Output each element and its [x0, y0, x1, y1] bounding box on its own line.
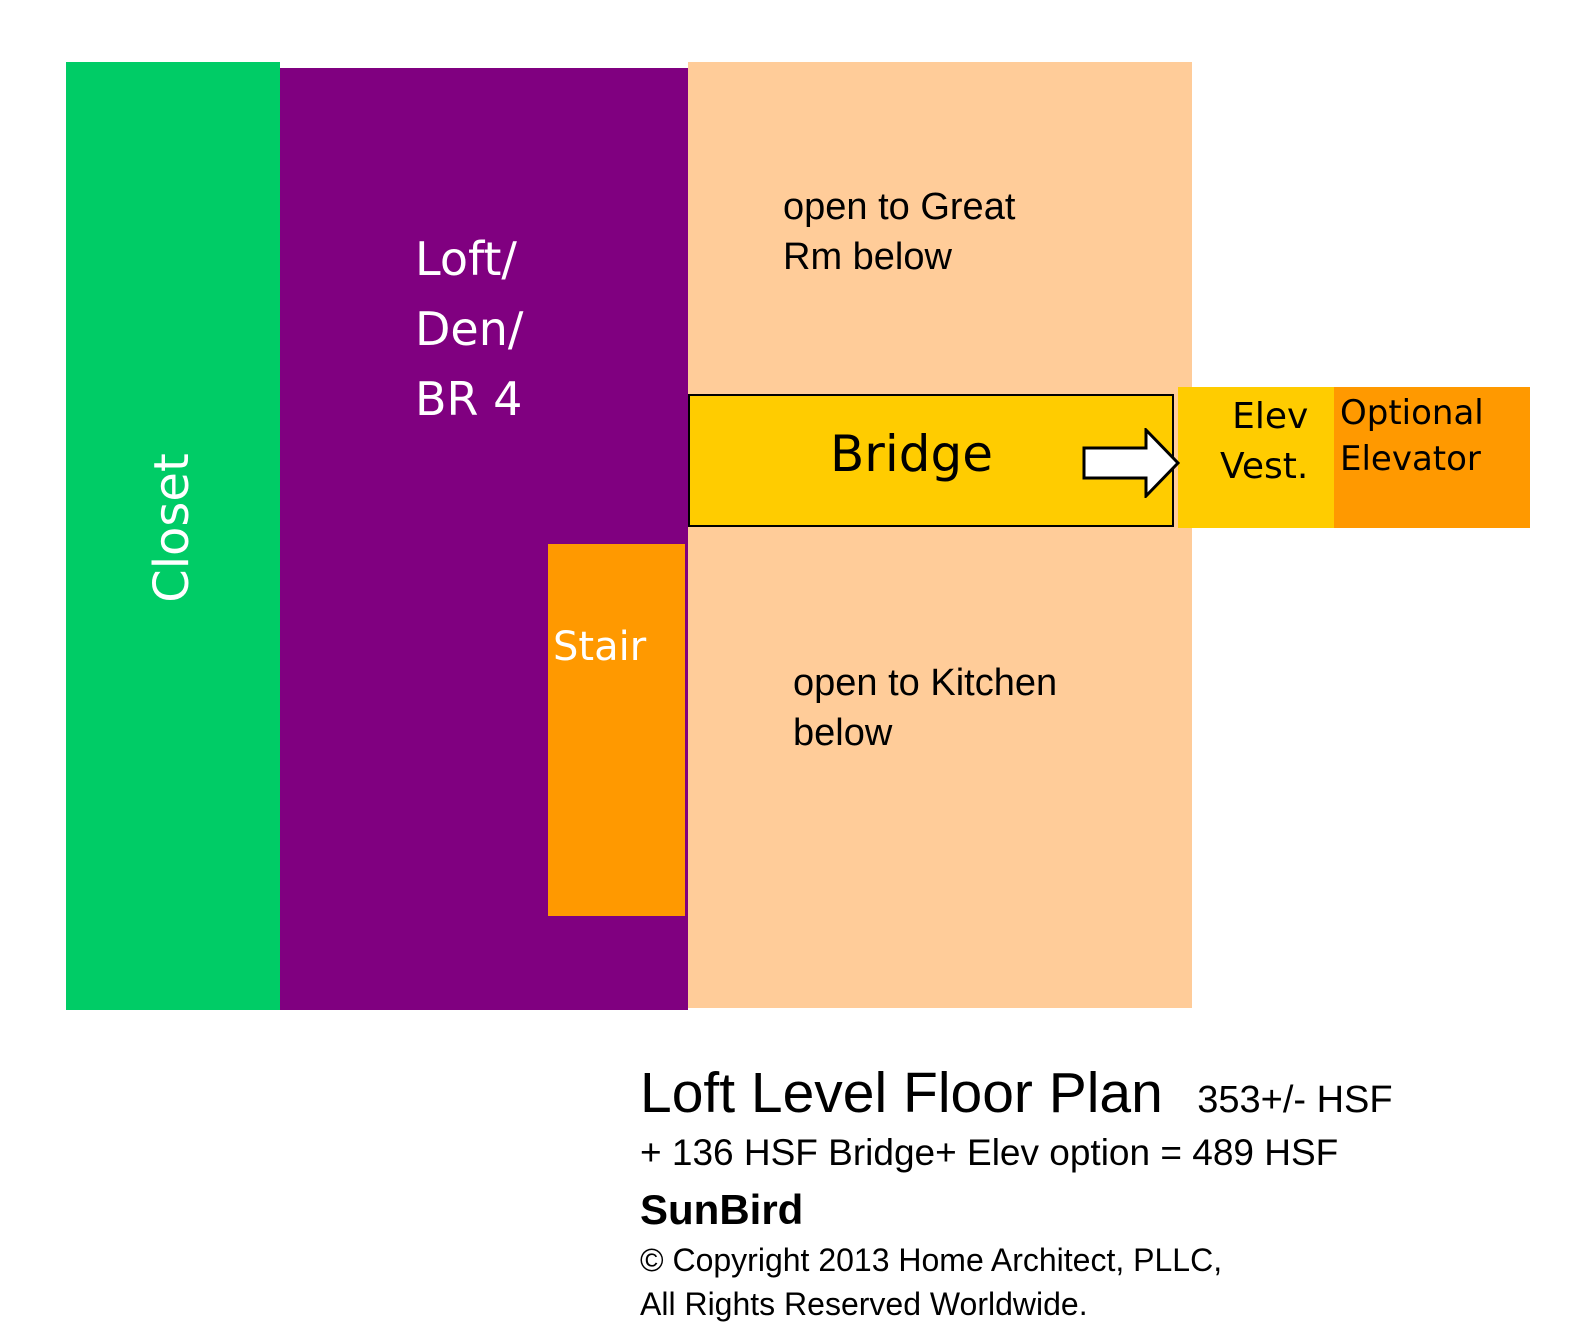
stair-room: [548, 544, 685, 916]
area-text: 353+/- HSF: [1197, 1079, 1393, 1121]
open-to-kitchen-label: open to Kitchen below: [793, 662, 1058, 754]
floor-plan-title: Loft Level Floor Plan 353+/- HSF: [640, 1060, 1393, 1126]
open-to-great-room-label: open to Great Rm below: [783, 186, 1016, 278]
open-to-below-area: [688, 62, 1192, 1008]
closet-label: Closet: [144, 453, 200, 603]
loft-label: Loft/ Den/ BR 4: [415, 232, 524, 426]
closet-room: [66, 62, 280, 1010]
brand-name: SunBird: [640, 1186, 804, 1233]
optional-elevator-label: Optional Elevator: [1340, 393, 1484, 479]
elevator-vestibule-label: Elev Vest.: [1220, 396, 1309, 487]
optional-elevator-room: [1334, 387, 1530, 528]
area-subtitle: + 136 HSF Bridge+ Elev option = 489 HSF: [640, 1132, 1339, 1173]
bridge-label: Bridge: [830, 425, 993, 483]
copyright-notice: © Copyright 2013 Home Architect, PLLC, A…: [640, 1242, 1223, 1322]
elevator-vestibule-room: [1178, 387, 1334, 528]
right-arrow-icon: [1082, 428, 1181, 498]
title-text: Loft Level Floor Plan: [640, 1061, 1163, 1125]
stair-label: Stair: [553, 624, 647, 670]
